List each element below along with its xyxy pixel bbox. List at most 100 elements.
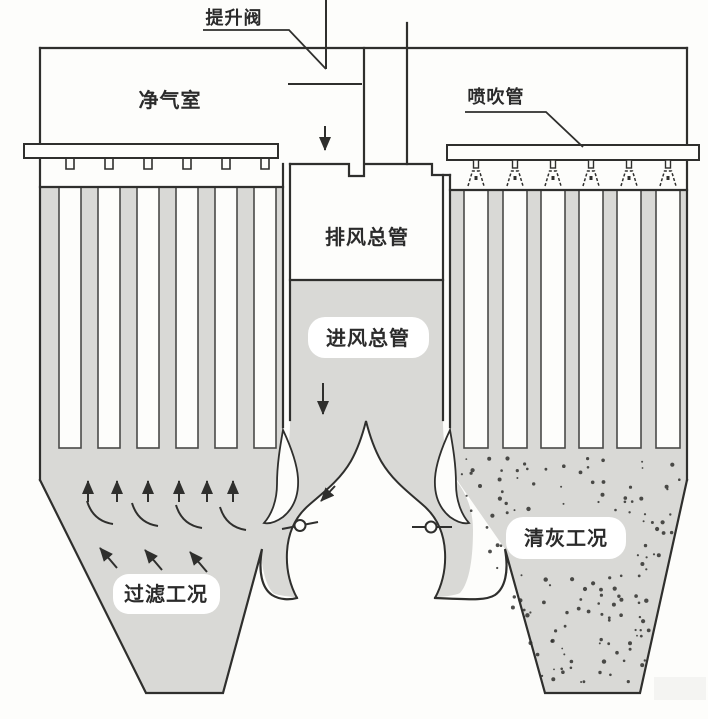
dust-dot <box>617 594 621 598</box>
spray-cone-icon <box>620 170 638 187</box>
left-valve-disc-icon <box>293 519 307 532</box>
dust-dot <box>600 492 605 497</box>
dust-dot <box>669 513 672 516</box>
dust-dot <box>523 462 527 466</box>
dust-dot <box>550 639 554 643</box>
dust-dot <box>640 562 645 566</box>
right-valve-disc-icon <box>424 520 438 534</box>
dust-dot <box>522 608 526 612</box>
dust-dot <box>650 521 654 524</box>
dust-dot <box>619 613 623 617</box>
streamline-arc <box>219 506 247 531</box>
pulse-nozzles <box>467 159 677 187</box>
exhaust-main-duct-label: 排风总管 <box>325 225 409 249</box>
spray-cone-icon <box>506 170 524 187</box>
diagonal-flow-arrow <box>189 551 208 573</box>
dust-dot <box>643 659 646 662</box>
watermark-patch <box>654 677 706 700</box>
dust-dot <box>541 674 544 678</box>
dust-dot <box>640 663 645 668</box>
dust-dot <box>505 511 509 515</box>
dust-dot <box>500 490 504 494</box>
dust-dot <box>643 543 648 548</box>
dust-dot <box>628 647 632 651</box>
dust-dot <box>544 467 548 471</box>
dust-dot <box>487 456 492 461</box>
dust-dot <box>655 526 660 532</box>
dust-dot <box>630 500 634 503</box>
dust-dot <box>643 513 647 516</box>
dust-dot <box>497 496 502 501</box>
dust-dot <box>600 612 604 616</box>
cleaning-condition-label: 清灰工况 <box>524 526 608 550</box>
blow-pipe <box>446 144 700 161</box>
dust-dot <box>642 520 645 523</box>
diagonal-flow-arrow <box>99 547 118 569</box>
vessel-outlines <box>38 21 689 695</box>
dust-dot <box>670 462 675 467</box>
dust-dot <box>460 473 463 476</box>
dust-dot <box>656 553 661 558</box>
tube-sheet-tabs <box>65 158 270 170</box>
dust-dot <box>497 477 502 482</box>
dust-dot <box>619 574 623 578</box>
dust-dot <box>470 468 475 473</box>
dust-dot <box>513 509 516 512</box>
dust-dot <box>661 531 666 535</box>
wye-center-peak-fill <box>286 421 446 606</box>
dust-dot <box>563 624 567 628</box>
dust-dot <box>645 568 648 571</box>
dust-dot <box>614 508 617 512</box>
dust-dot <box>646 628 651 633</box>
dust-dot <box>641 460 644 463</box>
dust-dot <box>597 500 600 504</box>
branch-inflow-arrow <box>320 485 336 502</box>
streamline-arc <box>175 504 203 529</box>
spray-jet-icon <box>666 176 670 180</box>
filter-bag <box>136 186 160 449</box>
dust-dot <box>505 571 508 574</box>
dust-dot <box>638 615 642 619</box>
wye-center-peak-outline <box>285 420 447 599</box>
dust-dot <box>565 610 569 615</box>
dust-dot <box>590 480 595 485</box>
dust-dot <box>628 511 631 514</box>
dust-dot <box>569 666 573 670</box>
dust-dot <box>628 485 633 489</box>
filter-bag <box>655 189 681 449</box>
dust-dot <box>535 652 540 657</box>
spray-jet-icon <box>551 176 555 180</box>
dust-dot <box>528 641 533 645</box>
nozzle-stem-icon <box>625 159 633 169</box>
dust-dot <box>490 513 495 518</box>
blow-pipe-label: 喷吹管 <box>468 86 525 107</box>
lift-valve-leader <box>203 29 327 70</box>
dust-dot <box>512 595 516 599</box>
dust-dot <box>504 501 508 506</box>
dust-dot <box>637 574 641 578</box>
dust-dot <box>641 467 644 469</box>
dust-dot <box>601 480 606 484</box>
hanger-tab-icon <box>221 158 231 170</box>
nozzle-stem-icon <box>549 159 557 169</box>
streamline-arc <box>131 502 159 527</box>
dust-dot <box>636 554 640 557</box>
dust-dot <box>578 470 583 475</box>
dust-dot <box>576 606 581 611</box>
streamline-arc <box>86 500 114 525</box>
hanger-tab-icon <box>104 158 114 170</box>
filter-bag <box>616 189 642 449</box>
dust-dot <box>542 600 546 605</box>
spray-jet-icon <box>589 176 593 180</box>
wye-cutouts <box>262 420 471 606</box>
exhaust-duct-top <box>288 46 452 178</box>
dust-dot <box>505 456 510 461</box>
dust-particles <box>460 456 681 684</box>
filter-bag <box>463 189 489 449</box>
dust-dot <box>532 482 536 486</box>
dust-dot <box>634 628 637 632</box>
dust-dot <box>526 506 531 512</box>
nozzle-stem-icon <box>472 159 480 169</box>
dust-dot <box>469 509 473 512</box>
